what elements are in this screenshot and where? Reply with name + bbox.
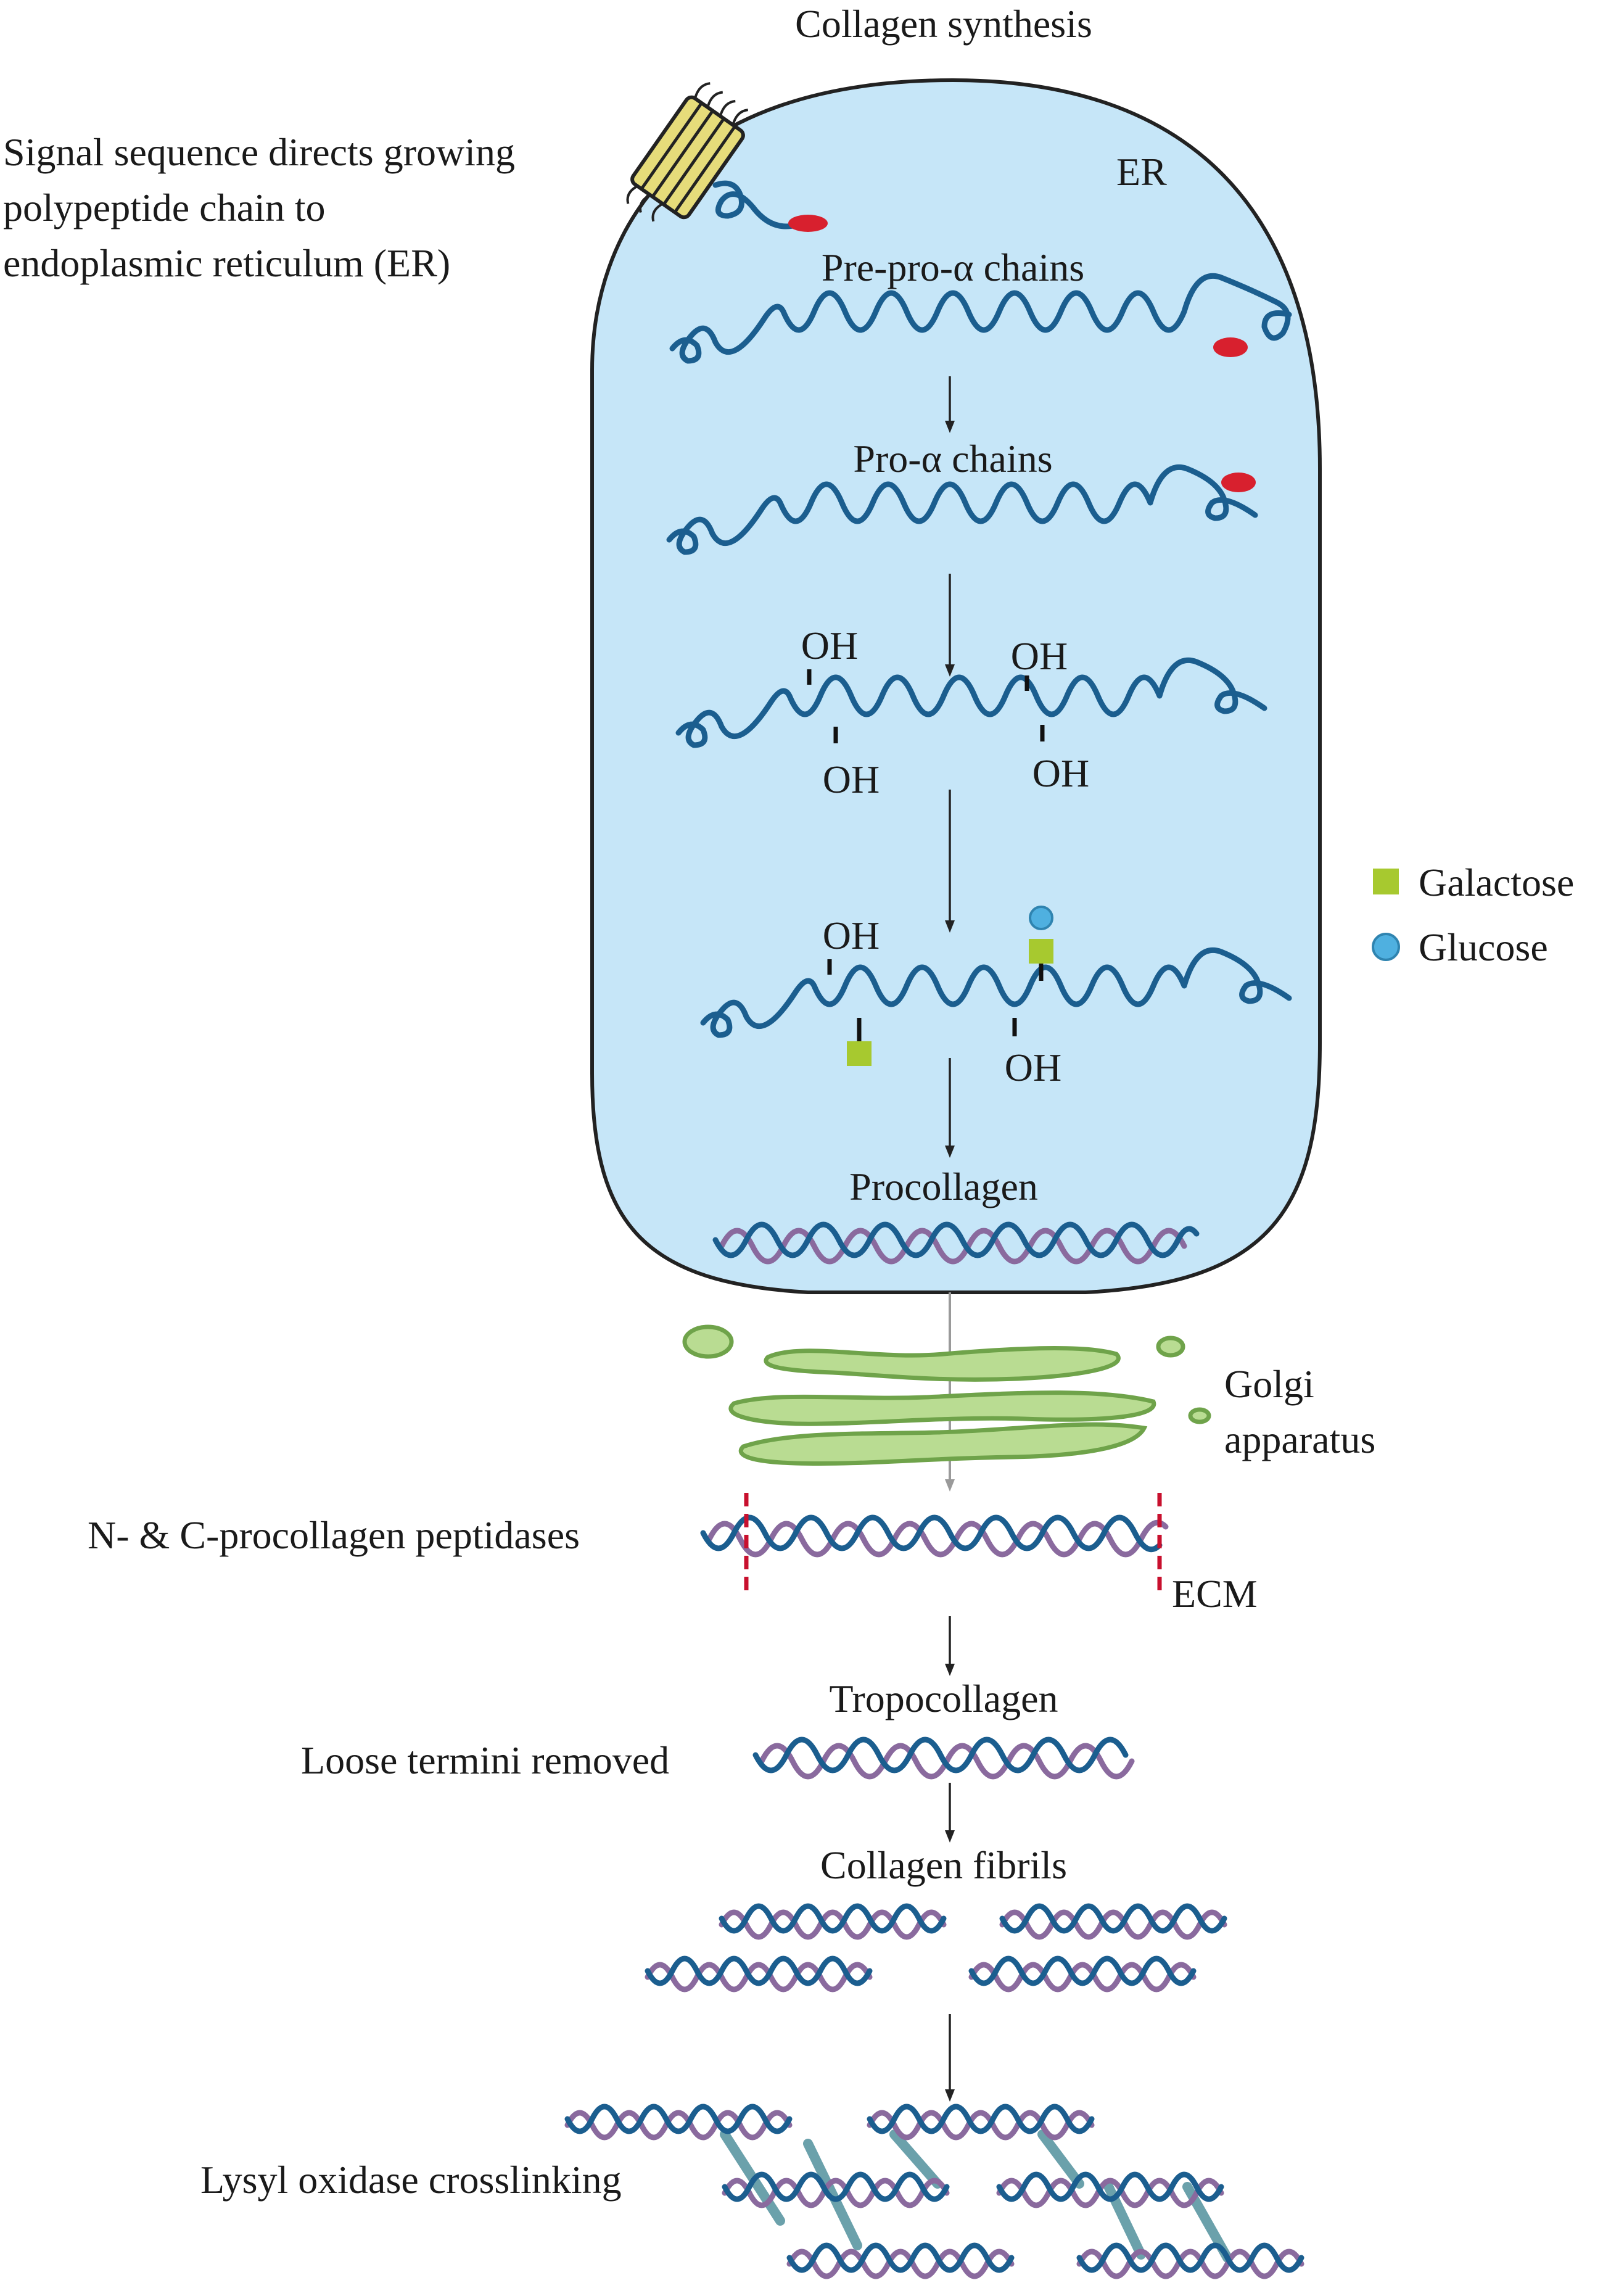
legend: Galactose Glucose [1372,861,1574,969]
loose-termini-label: Loose termini removed [301,1738,669,1782]
ecm-label: ECM [1172,1572,1258,1616]
hydroxylated-chain [675,657,1267,748]
golgi-label-line1: Golgi [1224,1362,1314,1406]
oh-label: OH [801,624,858,667]
procollagen-triple-helix [712,1221,1200,1265]
signal-label-line3: endoplasmic reticulum (ER) [3,241,450,285]
golgi-label-line2: apparatus [1224,1418,1375,1461]
peptidases-label: N- & C-procollagen peptidases [88,1513,580,1557]
crosslinked-fibrils [567,2107,1301,2276]
collagen-fibrils [648,1906,1224,1989]
galactose-icon [1029,939,1053,964]
glucose-icon [1029,906,1053,930]
oh-label: OH [1005,1046,1061,1089]
procollagen-label: Procollagen [849,1165,1038,1208]
tropocollagen-label: Tropocollagen [830,1677,1058,1720]
signal-peptide [1213,337,1248,357]
lysyl-label: Lysyl oxidase crosslinking [200,2158,622,2202]
oh-label: OH [823,914,880,957]
oh-label: OH [1032,751,1089,795]
oh-label: OH [1011,634,1068,678]
galactose-legend-icon [1373,869,1399,894]
golgi-apparatus [682,1324,1211,1466]
fibrils-label: Collagen fibrils [820,1843,1067,1887]
prepro-chain [669,273,1292,364]
signal-peptide [788,215,828,232]
pro-label: Pro-α chains [853,437,1052,481]
pro-chain [666,464,1258,555]
tropocollagen-helix [752,1736,1135,1780]
diagram-title: Collagen synthesis [795,2,1092,46]
oh-label: OH [823,758,880,801]
cleaved-signal-peptide [1221,473,1256,492]
signal-label-line1: Signal sequence directs growing [3,130,515,174]
ribosome-icon [626,82,749,222]
er-compartment [590,78,1322,1294]
glycosylated-chain [700,947,1292,1038]
glucose-legend-icon [1372,933,1400,961]
procollagen-cleavage-helix [700,1514,1169,1558]
legend-galactose: Galactose [1419,861,1574,904]
legend-glucose: Glucose [1419,925,1548,969]
er-label: ER [1116,150,1167,194]
prepro-label: Pre-pro-α chains [822,246,1084,289]
galactose-icon [847,1041,872,1066]
signal-label-line2: polypeptide chain to [3,186,326,229]
